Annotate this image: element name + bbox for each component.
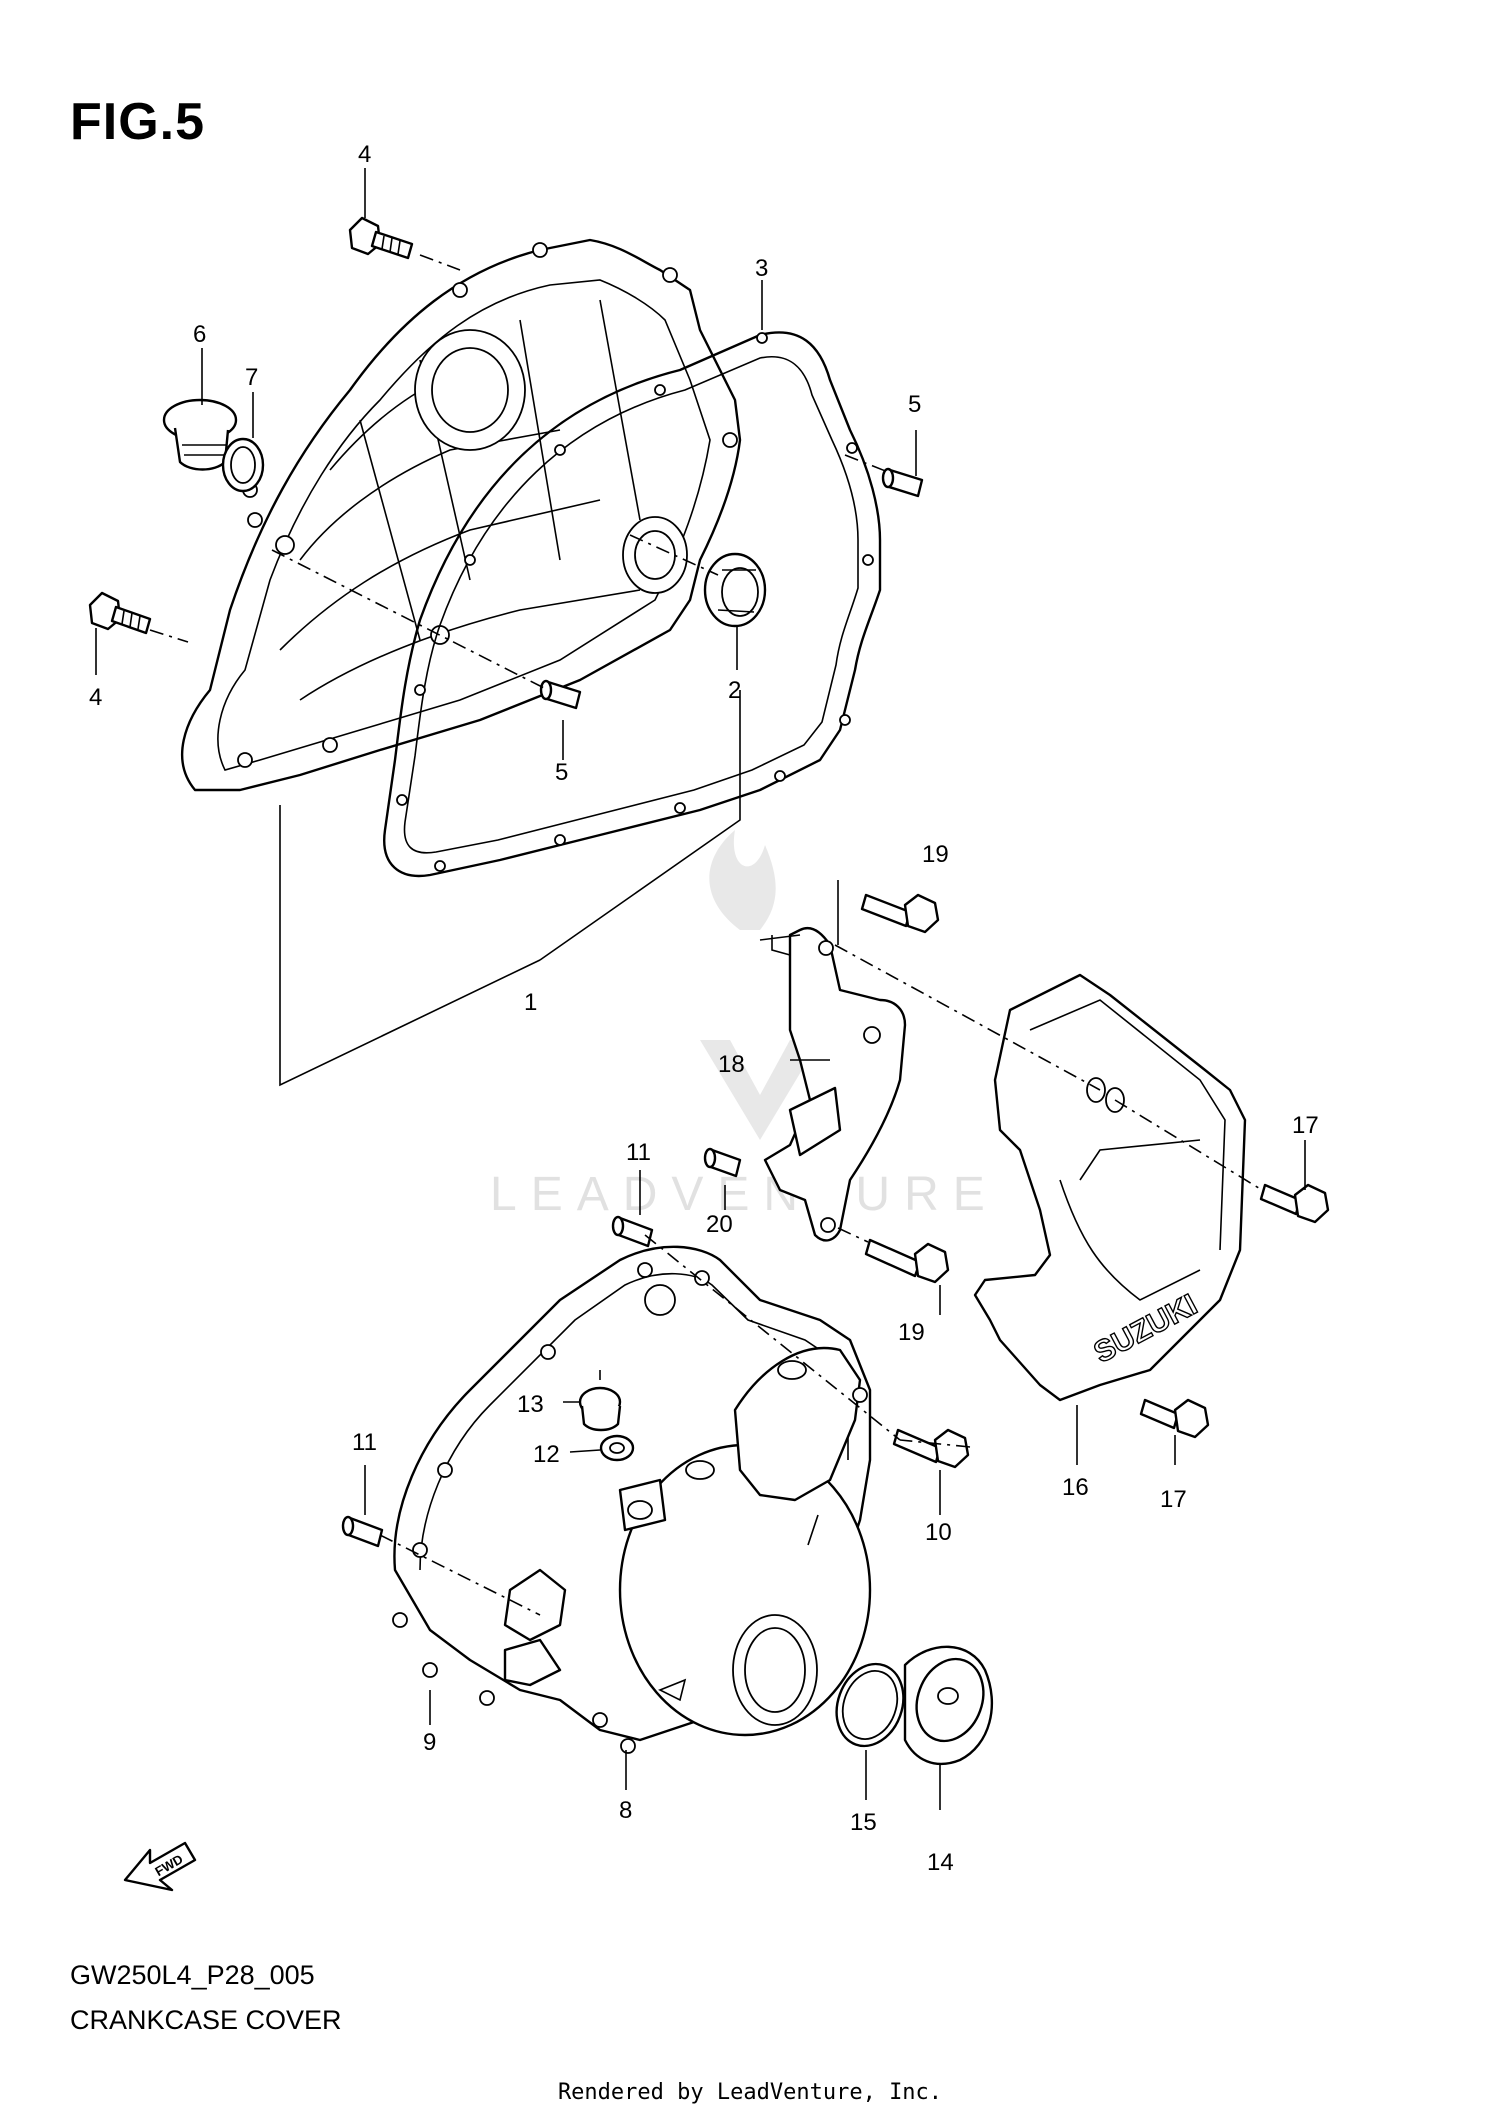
callout-11-lower: 11 bbox=[352, 1429, 377, 1456]
bolt-part-19-lower bbox=[864, 1238, 950, 1284]
callout-7: 7 bbox=[245, 364, 258, 391]
bolt-part-19-top bbox=[860, 893, 940, 934]
callout-5-lower: 5 bbox=[555, 759, 568, 786]
callout-16: 16 bbox=[1062, 1474, 1089, 1501]
callout-20: 20 bbox=[706, 1211, 733, 1238]
callout-4-top: 4 bbox=[358, 141, 371, 168]
callout-2: 2 bbox=[728, 677, 741, 704]
callout-17-lower: 17 bbox=[1160, 1486, 1187, 1513]
bolt-part-17-right bbox=[1259, 1183, 1330, 1224]
oil-seal-part-2 bbox=[703, 552, 767, 628]
callout-1: 1 bbox=[524, 989, 537, 1016]
callout-8: 8 bbox=[619, 1797, 632, 1824]
dowel-pin-part-11-upper bbox=[611, 1215, 654, 1248]
callout-19-lower: 19 bbox=[898, 1319, 925, 1346]
filler-plug-part-6 bbox=[162, 398, 238, 471]
o-ring-part-7 bbox=[221, 437, 265, 493]
plug-part-13 bbox=[578, 1386, 622, 1432]
dowel-pin-part-5-right bbox=[881, 467, 924, 498]
callout-13: 13 bbox=[517, 1391, 544, 1418]
callout-4-left: 4 bbox=[89, 684, 102, 711]
cover-gasket-part-3 bbox=[383, 331, 882, 878]
callout-18: 18 bbox=[718, 1051, 745, 1078]
o-ring-part-15 bbox=[835, 1662, 905, 1748]
dowel-pin-part-20 bbox=[703, 1147, 742, 1178]
callout-6: 6 bbox=[193, 321, 206, 348]
figure-title: FIG.5 bbox=[70, 93, 206, 151]
callout-11-upper: 11 bbox=[626, 1139, 651, 1166]
rendered-by-footer: Rendered by LeadVenture, Inc. bbox=[557, 2080, 943, 2105]
generator-cover-part-8 bbox=[392, 1245, 872, 1754]
gasket-washer-part-12 bbox=[599, 1434, 635, 1462]
sprocket-cover-part-16: SUZUKI bbox=[973, 973, 1247, 1402]
bracket-part-18 bbox=[759, 926, 907, 1242]
leadventure-watermark: LEADVENTURE bbox=[490, 830, 999, 1221]
bolt-part-10 bbox=[892, 1428, 970, 1469]
callout-5-right: 5 bbox=[908, 391, 921, 418]
cap-part-14 bbox=[903, 1645, 993, 1766]
diagram-name: CRANKCASE COVER bbox=[70, 2005, 342, 2035]
model-code: GW250L4_P28_005 bbox=[70, 1960, 315, 1990]
callout-14: 14 bbox=[927, 1849, 954, 1876]
bolt-part-4-left bbox=[88, 591, 152, 635]
watermark-text: LEADVENTURE bbox=[490, 1168, 999, 1221]
callout-9: 9 bbox=[423, 1729, 436, 1756]
callout-19-top: 19 bbox=[922, 841, 949, 868]
forward-direction-arrow: FWD bbox=[123, 1841, 197, 1892]
clutch-cover-part-1 bbox=[180, 238, 742, 792]
bolt-part-17-lower bbox=[1139, 1398, 1210, 1439]
callout-10: 10 bbox=[925, 1519, 952, 1546]
callout-15: 15 bbox=[850, 1809, 877, 1836]
bolt-part-4-top bbox=[348, 216, 414, 260]
callout-17-right: 17 bbox=[1292, 1112, 1319, 1139]
dowel-pin-part-5-lower bbox=[539, 679, 582, 710]
callout-12: 12 bbox=[533, 1441, 560, 1468]
callout-3: 3 bbox=[755, 255, 768, 282]
dowel-pin-part-11-lower bbox=[341, 1515, 384, 1548]
